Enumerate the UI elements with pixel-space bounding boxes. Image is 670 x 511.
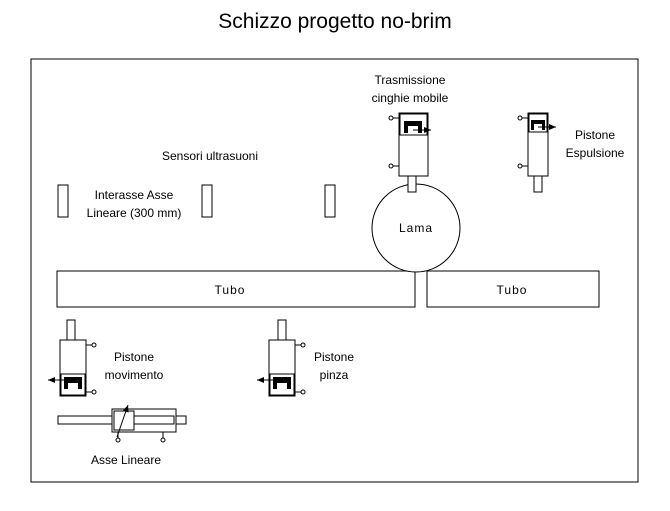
cylinder-pistone-movimento	[48, 319, 97, 397]
label-interasse-line1: Interasse Asse	[94, 188, 174, 202]
asse-lineare-actuator	[57, 404, 187, 443]
label-trasmissione: Trasmissione cinghie mobile	[355, 71, 465, 107]
label-pistone-movimento: Pistone movimento	[94, 348, 174, 384]
label-pistone-espulsione-line1: Pistone	[574, 128, 616, 142]
tubo-left-rect	[56, 270, 416, 308]
outer-frame	[30, 58, 639, 483]
label-pistone-espulsione-line2: Espulsione	[565, 146, 625, 160]
label-asse-lineare: Asse Lineare	[90, 453, 162, 467]
label-pistone-espulsione: Pistone Espulsione	[555, 126, 635, 162]
label-sensori: Sensori ultrasuoni	[161, 149, 259, 163]
label-lama: Lama	[398, 221, 434, 235]
label-pistone-pinza: Pistone pinza	[297, 348, 371, 384]
sensor-3	[324, 184, 336, 218]
cylinder-pistone-espulsione	[517, 112, 556, 193]
label-pistone-pinza-line1: Pistone	[313, 350, 355, 364]
sensor-2	[201, 184, 213, 218]
label-tubo-left: Tubo	[214, 283, 246, 297]
label-pistone-movimento-line1: Pistone	[113, 350, 155, 364]
sensor-1	[57, 184, 69, 218]
label-trasmissione-line2: cinghie mobile	[371, 91, 449, 105]
tubo-right-rect	[426, 270, 600, 308]
label-tubo-right: Tubo	[496, 283, 528, 297]
cylinder-trasmissione	[388, 112, 431, 193]
cylinder-pistone-pinza	[257, 319, 306, 397]
label-interasse-line2: Lineare (300 mm)	[86, 206, 182, 220]
label-interasse: Interasse Asse Lineare (300 mm)	[78, 186, 190, 222]
diagram-title: Schizzo progetto no-brim	[218, 10, 452, 33]
label-trasmissione-line1: Trasmissione	[374, 73, 446, 87]
label-pistone-movimento-line2: movimento	[104, 368, 164, 382]
label-pistone-pinza-line2: pinza	[319, 368, 349, 382]
